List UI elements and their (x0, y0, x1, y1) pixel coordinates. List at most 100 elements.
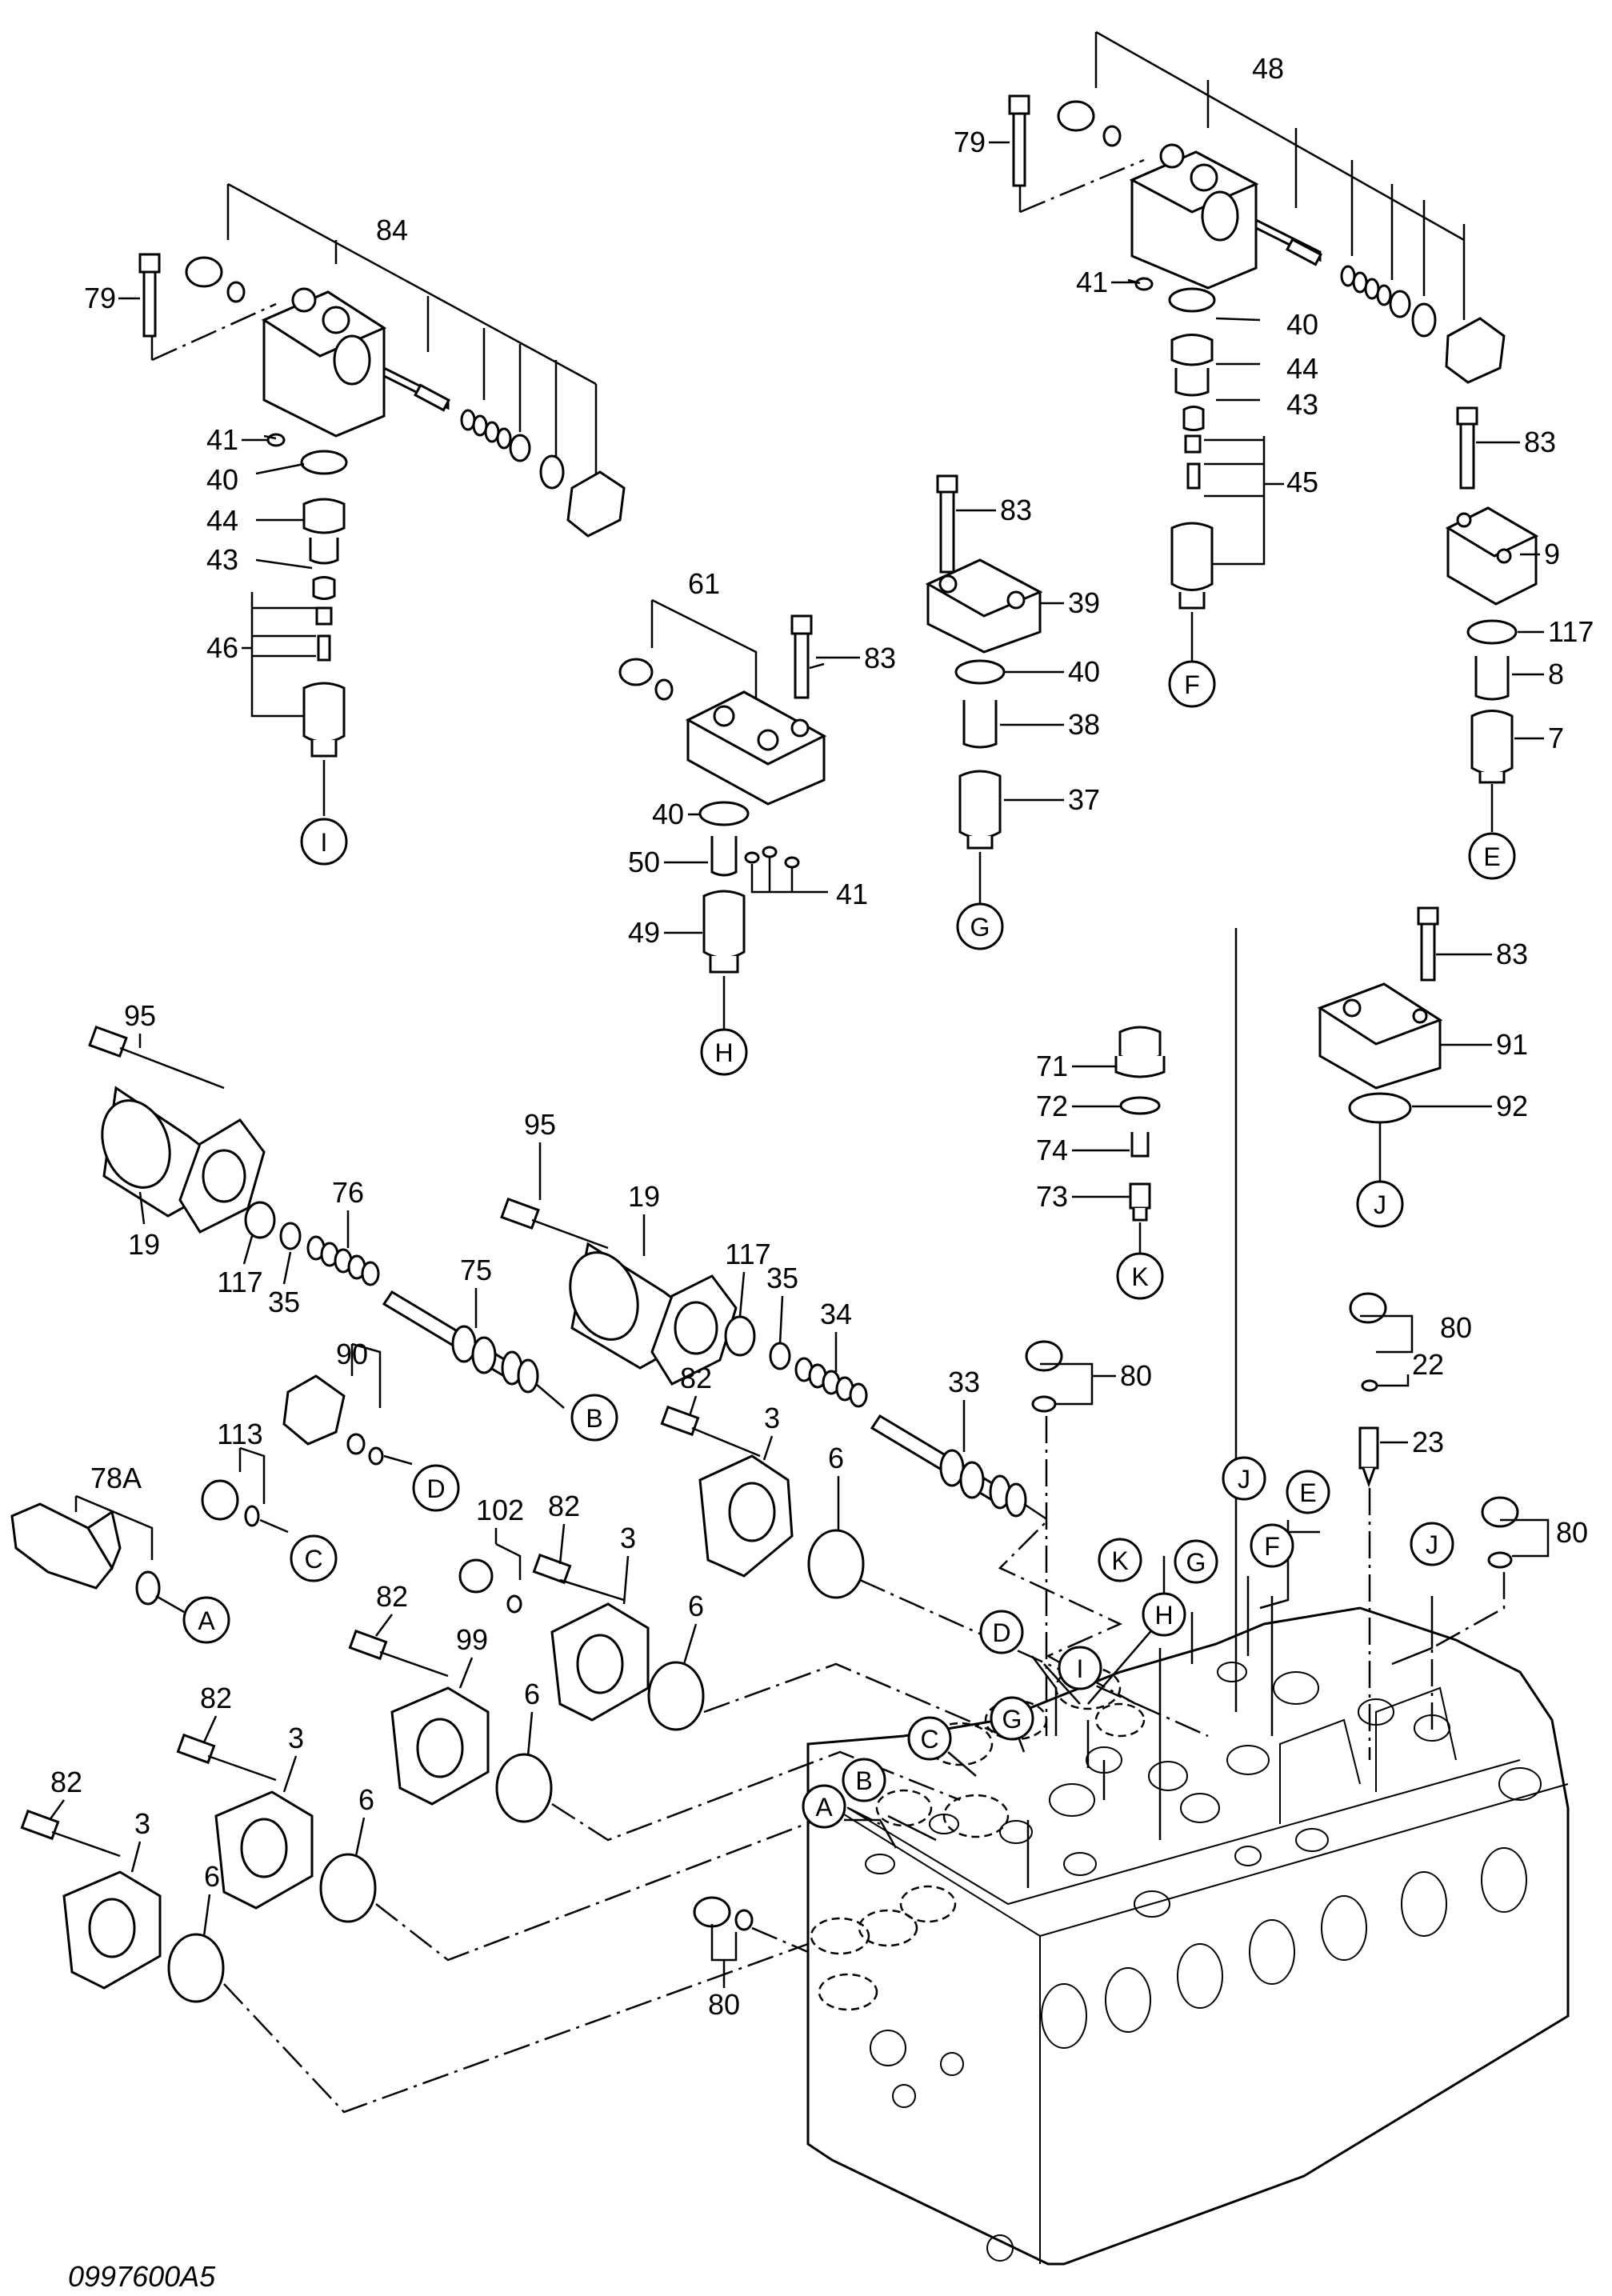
part-label: 82 (376, 1580, 408, 1613)
part-label: 95 (524, 1108, 556, 1141)
part-label: 82 (680, 1362, 712, 1394)
part-label: 46 (206, 631, 238, 664)
port-marker-G: G (956, 902, 1004, 950)
port-marker-B: B (570, 1394, 618, 1442)
port-letter: A (198, 1606, 215, 1635)
cover-assembly-39 (925, 474, 1043, 904)
part-label: 95 (124, 999, 156, 1032)
part-label: 79 (954, 126, 986, 158)
part-label: 76 (332, 1176, 364, 1209)
part-label: 117 (1548, 615, 1594, 648)
part-label-61: 61 (688, 567, 720, 600)
part-label: 45 (1286, 466, 1318, 498)
valve-assembly-84 (138, 182, 626, 816)
port-letter: F (1264, 1532, 1280, 1561)
port-letter: G (1002, 1705, 1022, 1734)
cover-assembly-91 (1317, 906, 1443, 1184)
port-marker-F-head: F (1250, 1523, 1294, 1568)
port-marker-I-left: I (300, 818, 348, 866)
port-letter: K (1111, 1546, 1128, 1575)
port-marker-J: J (1356, 1180, 1404, 1228)
part-label: 35 (766, 1262, 798, 1294)
cover-assembly-9 (1445, 406, 1539, 832)
part-label: 80 (708, 1988, 740, 2021)
port-letter: F (1184, 670, 1200, 699)
part-label: 71 (1036, 1050, 1068, 1082)
part-label: 80 (1440, 1311, 1472, 1344)
port-letter: G (1186, 1548, 1206, 1577)
part-label: 22 (1412, 1348, 1444, 1381)
part-label: 3 (134, 1807, 150, 1840)
port-letter: J (1426, 1530, 1438, 1559)
port-marker-J-head-2: J (1410, 1522, 1454, 1566)
part-label: 40 (1068, 655, 1100, 688)
part-label: 80 (1120, 1359, 1152, 1392)
solenoid-19-right (500, 1197, 1137, 1706)
part-label: 83 (1524, 426, 1556, 458)
port-marker-D-head: D (979, 1610, 1024, 1654)
part-label: 102 (476, 1494, 524, 1526)
part-label-48: 48 (1252, 52, 1284, 85)
part-label: 9 (1544, 538, 1560, 570)
port-letter: K (1131, 1262, 1148, 1291)
part-label: 44 (206, 504, 238, 537)
part-label: 43 (1286, 388, 1318, 421)
part-label: 80 (1556, 1516, 1588, 1549)
part-label: 38 (1068, 708, 1100, 741)
reference-code: 0997600A5 (68, 2260, 216, 2293)
part-label: 82 (200, 1682, 232, 1714)
part-label: 33 (948, 1366, 980, 1398)
part-label: 19 (628, 1180, 660, 1213)
solenoid-19-left (88, 1025, 565, 1409)
port-letter: B (855, 1766, 872, 1795)
part-label: 83 (1496, 938, 1528, 970)
port-marker-H-head: H (1142, 1592, 1186, 1637)
part-label: 72 (1036, 1090, 1068, 1122)
part-label: 83 (1000, 494, 1032, 526)
port-markers: I H G F E J K B D C A J E F K G H D I G … (182, 660, 1516, 1829)
cover-assembly-61 (618, 598, 828, 1032)
port-letter: I (321, 828, 328, 857)
leader-lines (844, 928, 1434, 1888)
port-marker-H: H (700, 1028, 748, 1076)
port-marker-I-head: I (1058, 1646, 1102, 1690)
plug-assembly-71 (1114, 1026, 1166, 1256)
part-label: 6 (688, 1590, 704, 1622)
part-label: 91 (1496, 1028, 1528, 1061)
port-marker-B-head: B (842, 1758, 886, 1802)
part-label: 92 (1496, 1090, 1528, 1122)
port-letter: J (1374, 1190, 1386, 1219)
part-label: 23 (1412, 1426, 1444, 1458)
part-label: 6 (204, 1860, 220, 1893)
part-label: 3 (620, 1522, 636, 1554)
valve-assembly-48 (1008, 30, 1506, 664)
port-marker-K-head: K (1098, 1538, 1142, 1582)
part-labels: 84 79 41 40 44 43 46 48 79 41 40 44 43 4… (48, 52, 1594, 2021)
plug-parts-80 (693, 1292, 1550, 1962)
port-marker-C: C (290, 1534, 338, 1582)
part-label-84: 84 (376, 214, 408, 246)
part-label: 113 (217, 1418, 262, 1450)
part-label: 40 (1286, 308, 1318, 341)
part-label: 82 (50, 1766, 82, 1798)
part-label: 35 (268, 1286, 300, 1318)
port-letter: E (1299, 1478, 1316, 1507)
part-label: 74 (1036, 1134, 1068, 1166)
port-marker-A-head: A (802, 1784, 846, 1829)
part-label: 6 (828, 1442, 844, 1474)
cylinder-head (806, 1606, 1570, 2266)
part-label: 7 (1548, 722, 1564, 754)
part-label: 8 (1548, 658, 1564, 690)
part-label: 19 (128, 1228, 160, 1261)
port-letter: E (1483, 842, 1500, 871)
port-letter: H (714, 1038, 733, 1067)
port-letter: C (920, 1725, 938, 1754)
port-letter: H (1154, 1601, 1173, 1630)
port-marker-E-head: E (1286, 1470, 1330, 1514)
port-marker-D: D (412, 1464, 460, 1512)
port-letter: A (815, 1793, 833, 1822)
port-marker-C-head: C (907, 1716, 952, 1761)
part-label: 49 (628, 916, 660, 949)
port-letter: G (970, 913, 990, 942)
